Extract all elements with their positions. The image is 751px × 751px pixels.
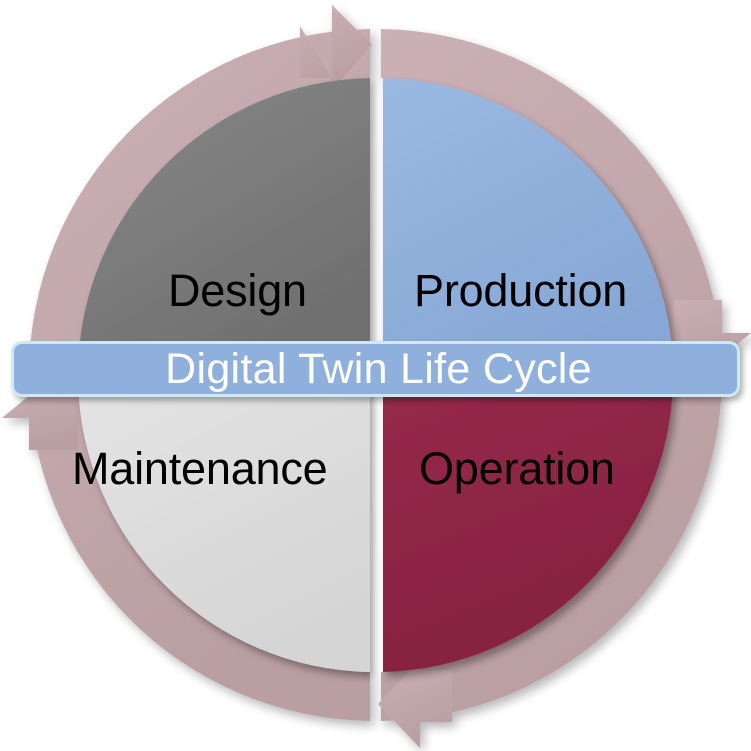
ring-segment-left — [28, 29, 370, 721]
arrowhead-bottom — [378, 661, 452, 748]
cycle-arrow-ring — [2, 5, 751, 748]
center-title-banner-label: Digital Twin Life Cycle — [165, 344, 592, 393]
ring-segment-right — [381, 29, 722, 721]
center-title-banner: Digital Twin Life Cycle — [11, 341, 740, 397]
arrowhead-top — [300, 5, 372, 90]
quadrant-label-design: Design — [168, 265, 307, 316]
quadrant-label-production: Production — [414, 265, 628, 316]
quadrant-label-maintenance: Maintenance — [72, 443, 328, 494]
quadrant-maintenance[interactable] — [78, 382, 370, 672]
quadrant-production[interactable] — [383, 78, 673, 370]
quadrant-label-operation: Operation — [419, 443, 615, 494]
quadrant-operation[interactable] — [383, 382, 673, 672]
quadrant-design[interactable] — [78, 78, 370, 370]
arrowhead-left — [2, 375, 106, 450]
quadrant-discs — [78, 78, 673, 672]
arrowhead-right — [645, 300, 751, 376]
